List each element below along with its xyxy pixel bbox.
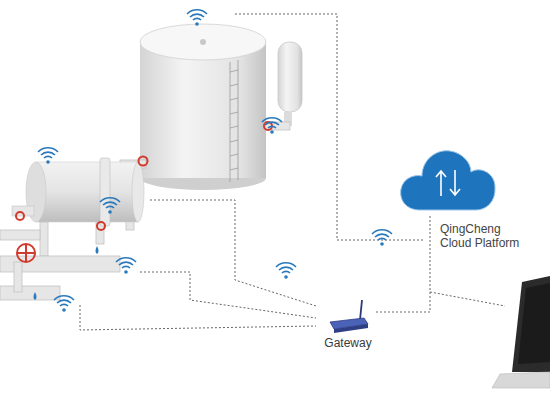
gateway-label: Gateway bbox=[320, 336, 376, 350]
router-base bbox=[334, 324, 368, 333]
valves-part bbox=[17, 244, 35, 262]
valves-part bbox=[16, 212, 24, 220]
valves-part bbox=[97, 222, 105, 230]
storage-tank-part-part bbox=[230, 112, 238, 114]
signal-wires-part bbox=[140, 272, 316, 318]
storage-tank-part-part bbox=[230, 154, 238, 156]
storage-tank-part bbox=[140, 42, 266, 178]
wifi-icons-part bbox=[54, 296, 74, 312]
storage-tank-part bbox=[140, 24, 266, 60]
wifi-icons-part bbox=[38, 148, 58, 164]
signal-wires-part bbox=[430, 292, 505, 306]
storage-tank-part-part bbox=[230, 98, 238, 100]
signal-wires-part bbox=[150, 200, 316, 306]
signal-wires bbox=[80, 14, 505, 330]
platform-label: QingCheng Cloud Platform bbox=[440, 222, 532, 250]
laptop-part bbox=[518, 283, 550, 364]
storage-tank-part-part bbox=[230, 168, 238, 170]
laptop-part bbox=[512, 276, 550, 372]
side-vessel-part bbox=[278, 42, 302, 112]
water-drops-part bbox=[96, 246, 99, 254]
heat-exchanger-part bbox=[132, 162, 144, 222]
wifi-icons-part bbox=[116, 258, 136, 274]
valves bbox=[16, 122, 272, 262]
cloud-outline bbox=[401, 151, 495, 210]
wifi-icons-part bbox=[100, 198, 120, 214]
storage-tank-part-part bbox=[230, 140, 238, 142]
pipes-part bbox=[0, 230, 40, 240]
cloud-platform: QingCheng Cloud Platform bbox=[398, 142, 498, 214]
wifi-icons bbox=[38, 10, 392, 312]
pipes-part bbox=[14, 262, 22, 292]
side-vessel bbox=[278, 42, 302, 126]
cloud-shape bbox=[398, 142, 498, 214]
storage-tank-part-part bbox=[230, 62, 231, 182]
storage-tank-part bbox=[200, 39, 206, 45]
signal-wires-part bbox=[80, 305, 316, 330]
sync-arrows bbox=[436, 170, 460, 196]
storage-tank-part bbox=[140, 42, 266, 178]
storage-tank-part bbox=[230, 60, 238, 182]
storage-tank-part-part bbox=[238, 60, 239, 180]
network-link bbox=[376, 214, 430, 312]
pipes-part bbox=[0, 286, 60, 300]
water-drops bbox=[34, 246, 99, 300]
heat-exchanger-part bbox=[36, 162, 138, 222]
heat-exchanger-part bbox=[100, 158, 110, 226]
pipes-part bbox=[40, 222, 48, 256]
router-antenna bbox=[360, 300, 362, 320]
valves-part bbox=[139, 157, 148, 166]
pipes bbox=[0, 122, 290, 300]
storage-tank-part-part bbox=[230, 84, 238, 86]
wifi-icons-part bbox=[276, 263, 296, 279]
laptop-part bbox=[492, 372, 550, 388]
wifi-icons-part bbox=[187, 10, 207, 26]
valves-part bbox=[25, 244, 27, 262]
storage-tank-part-part bbox=[230, 70, 238, 72]
gateway-router: Gateway bbox=[320, 296, 376, 350]
wifi-icons-part bbox=[262, 118, 282, 134]
storage-tank-part-part bbox=[230, 126, 238, 128]
wifi-icons-part bbox=[372, 230, 392, 246]
heat-exchanger bbox=[12, 158, 144, 226]
water-drops-part bbox=[34, 292, 37, 300]
storage-tank bbox=[140, 24, 266, 190]
router-icon bbox=[326, 296, 370, 336]
laptop bbox=[492, 276, 550, 388]
